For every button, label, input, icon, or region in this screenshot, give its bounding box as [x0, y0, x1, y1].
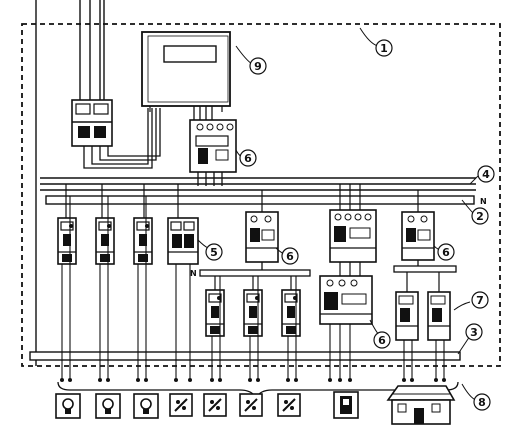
callout-number-4: 4: [482, 168, 490, 181]
terminal-points: [60, 378, 446, 382]
rcd-group-2: [329, 209, 377, 263]
breaker-3: [133, 217, 153, 265]
socket-icon: [203, 393, 227, 417]
neutral-bus-label: N: [480, 197, 487, 206]
socket-icon: [277, 393, 301, 417]
breaker-1: [57, 217, 77, 265]
socket-icon: [239, 393, 263, 417]
sub-bus-right: [393, 265, 457, 273]
main-breaker: [71, 99, 113, 147]
callout-circle-5: [205, 243, 223, 261]
callout-circle-6b: [281, 247, 299, 265]
callout-circle-4: [477, 165, 495, 183]
breaker-6: [205, 289, 225, 337]
main-rcd: [189, 119, 237, 173]
incoming-supply-wires: [35, 0, 105, 366]
three-phase-breaker: [319, 275, 373, 325]
callout-number-6a: 6: [244, 152, 252, 165]
callout-number-9: 9: [254, 60, 262, 73]
earth-busbar: [29, 351, 461, 361]
lamp-icon: [95, 393, 121, 419]
callout-number-6d: 6: [378, 334, 386, 347]
switch-icon: [333, 391, 359, 419]
callout-circle-6c: [437, 243, 455, 261]
socket-icon: [169, 393, 193, 417]
callout-number-1: 1: [380, 42, 388, 55]
rcd-group-1: [245, 211, 279, 263]
lighting-breakers: [65, 184, 179, 220]
callout-circle-2: [471, 207, 489, 225]
callout-circle-1: [375, 39, 393, 57]
callout-circle-3: [465, 323, 483, 341]
callout-circle-8: [473, 393, 491, 411]
callout-circle-6d: [373, 331, 391, 349]
breaker-2: [95, 217, 115, 265]
callout-number-8: 8: [478, 396, 486, 409]
house-icon: [386, 385, 456, 425]
differential-breaker-1: [395, 291, 419, 341]
rcd-group-3: [401, 211, 435, 261]
callout-circle-6a: [239, 149, 257, 167]
breaker-8: [281, 289, 301, 337]
lamp-icon: [55, 393, 81, 419]
callout-number-3: 3: [470, 326, 478, 339]
breaker-5: [167, 217, 199, 265]
callout-circle-9: [249, 57, 267, 75]
callout-number-7: 7: [476, 294, 484, 307]
three-phase-feed: [339, 262, 361, 276]
callout-number-6b: 6: [286, 250, 294, 263]
sub-neutral-bus-label: N: [190, 269, 197, 278]
callout-number-5: 5: [210, 246, 218, 259]
meter-feed-wires: [83, 108, 161, 169]
rcd-group-2-feed: [339, 184, 361, 210]
callout-number-6c: 6: [442, 246, 450, 259]
differential-breaker-2: [427, 291, 451, 341]
top-busbars: [40, 177, 476, 205]
sub-breaker-feeds: [214, 276, 292, 290]
callout-markers: 1 2 3 4 5 6 6 6 6 7 8 9: [205, 39, 495, 411]
lamp-icon: [133, 393, 159, 419]
sub-neutral-bus: [199, 269, 311, 277]
callout-circle-7: [471, 291, 489, 309]
differential-feeds: [406, 272, 440, 292]
outgoing-circuit-wires: [61, 196, 445, 378]
panel-enclosure: [21, 23, 501, 367]
breaker-7: [243, 289, 263, 337]
callout-number-2: 2: [476, 210, 484, 223]
electricity-meter: [141, 31, 231, 112]
